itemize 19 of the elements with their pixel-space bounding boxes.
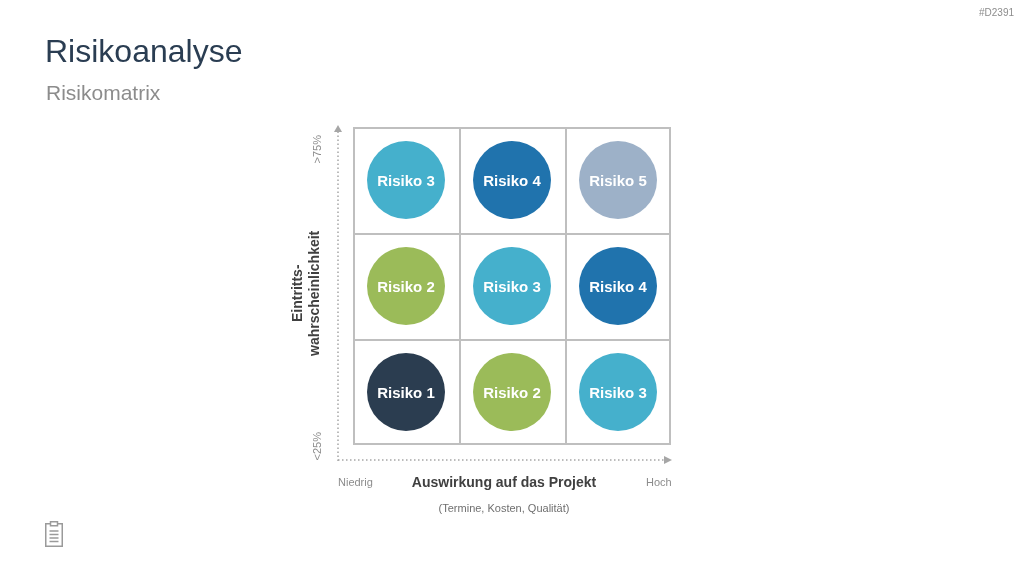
axis-tick-label: >75% [311,135,323,164]
risk-label: Risiko 3 [483,277,541,295]
risk-label: Risiko 4 [483,171,541,189]
risk-label: Risiko 2 [377,277,435,295]
x-axis-title: Auswirkung auf das Projekt [411,474,597,490]
risk-label: Risiko 5 [589,171,647,189]
y-axis-title: Eintritts- wahrscheinlichkeit [289,229,323,358]
risk-label: Risiko 1 [377,383,435,401]
axis-tick-label: Hoch [646,476,672,488]
slide-subtitle: Risikomatrix [46,81,161,105]
axis-tick-label: Niedrig [338,476,373,488]
risk-label: Risiko 3 [377,171,435,189]
slide-id: #D2391 [978,7,1014,18]
slide-title: Risikoanalyse [45,33,243,70]
risk-label: Risiko 3 [589,383,647,401]
risk-label: Risiko 4 [589,277,647,295]
x-axis-subtitle: (Termine, Kosten, Qualität) [438,502,570,514]
risk-label: Risiko 2 [483,383,541,401]
axis-tick-label: <25% [311,432,323,461]
